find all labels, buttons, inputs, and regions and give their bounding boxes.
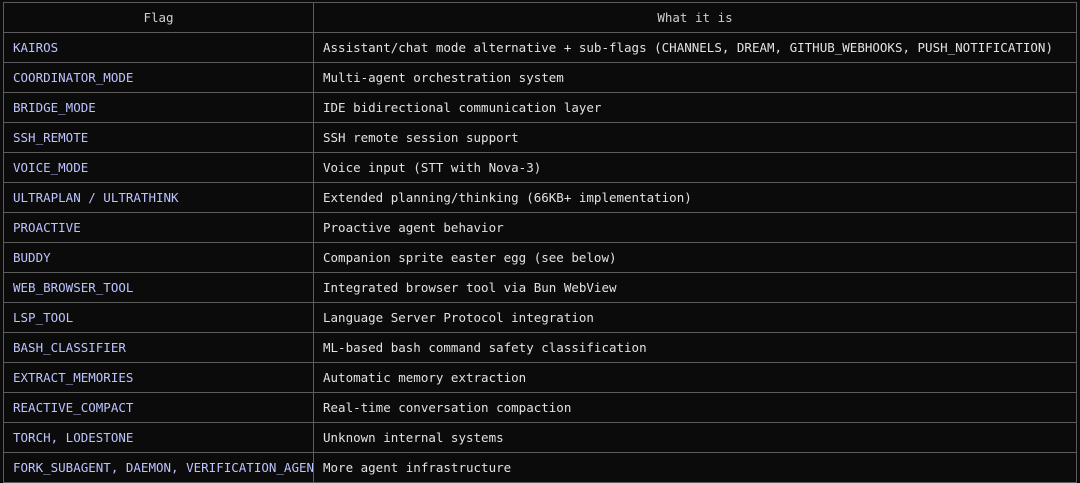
flag-description-cell: Automatic memory extraction: [313, 362, 1077, 393]
flag-description-cell: Proactive agent behavior: [313, 212, 1077, 243]
flag-name-cell: REACTIVE_COMPACT: [3, 392, 314, 423]
flag-name-cell: LSP_TOOL: [3, 302, 314, 333]
flag-description-cell: ML-based bash command safety classificat…: [313, 332, 1077, 363]
flag-description-cell: Voice input (STT with Nova-3): [313, 152, 1077, 183]
column-header-description: What it is: [313, 2, 1077, 33]
flag-name-cell: BASH_CLASSIFIER: [3, 332, 314, 363]
flag-name-cell: TORCH, LODESTONE: [3, 422, 314, 453]
flag-description-cell: SSH remote session support: [313, 122, 1077, 153]
flag-name-cell: VOICE_MODE: [3, 152, 314, 183]
flag-name-cell: FORK_SUBAGENT, DAEMON, VERIFICATION_AGEN…: [3, 452, 314, 483]
flag-description-cell: Integrated browser tool via Bun WebView: [313, 272, 1077, 303]
table-header-row: Flag What it is: [3, 2, 1077, 33]
flag-description-cell: Unknown internal systems: [313, 422, 1077, 453]
flag-description-cell: Language Server Protocol integration: [313, 302, 1077, 333]
flag-description-cell: Extended planning/thinking (66KB+ implem…: [313, 182, 1077, 213]
flag-name-cell: SSH_REMOTE: [3, 122, 314, 153]
flag-description-cell: Multi-agent orchestration system: [313, 62, 1077, 93]
flag-name-cell: ULTRAPLAN / ULTRATHINK: [3, 182, 314, 213]
flag-name-cell: KAIROS: [3, 32, 314, 63]
flag-name-cell: BRIDGE_MODE: [3, 92, 314, 123]
flag-description-cell: IDE bidirectional communication layer: [313, 92, 1077, 123]
flag-name-cell: COORDINATOR_MODE: [3, 62, 314, 93]
flag-name-cell: PROACTIVE: [3, 212, 314, 243]
flag-name-cell: BUDDY: [3, 242, 314, 273]
flag-name-cell: EXTRACT_MEMORIES: [3, 362, 314, 393]
flag-description-cell: Assistant/chat mode alternative + sub-fl…: [313, 32, 1077, 63]
flag-name-cell: WEB_BROWSER_TOOL: [3, 272, 314, 303]
column-header-flag: Flag: [3, 2, 314, 33]
flag-description-cell: Companion sprite easter egg (see below): [313, 242, 1077, 273]
flag-description-cell: More agent infrastructure: [313, 452, 1077, 483]
flag-description-cell: Real-time conversation compaction: [313, 392, 1077, 423]
table-row: FORK_SUBAGENT, DAEMON, VERIFICATION_AGEN…: [3, 452, 1077, 483]
